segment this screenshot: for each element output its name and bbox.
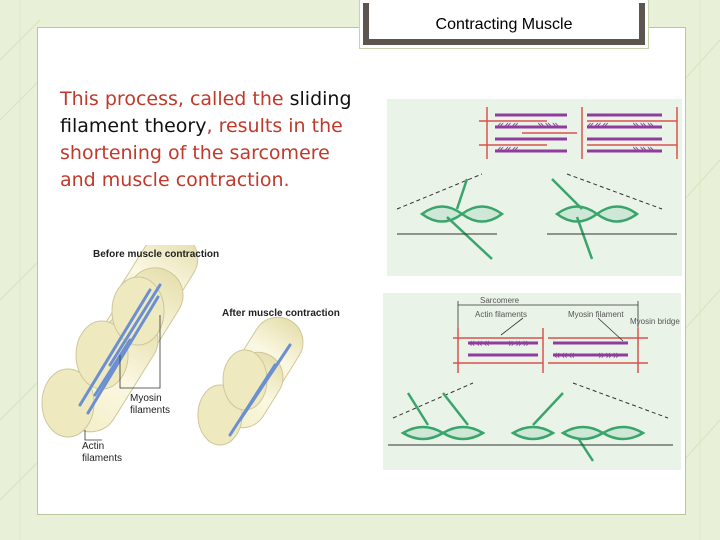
myosin-bridge-label: Myosin bridge <box>630 317 680 326</box>
after-cylinders <box>198 308 312 445</box>
sarcomere-label: Sarcomere <box>480 296 519 305</box>
svg-text:»»»: »»» <box>508 336 530 350</box>
title-box: Contracting Muscle <box>360 0 648 48</box>
svg-text:»»»: »»» <box>537 118 559 132</box>
svg-text:»»»: »»» <box>598 348 620 362</box>
svg-text:»»»: »»» <box>632 118 654 132</box>
slide-title: Contracting Muscle <box>436 16 573 34</box>
before-contraction-label: Before muscle contraction <box>93 249 219 260</box>
actin-label-line1: Actin <box>82 441 104 452</box>
svg-text:«««: ««« <box>587 118 609 132</box>
svg-text:»»»: »»» <box>632 142 654 156</box>
after-contraction-label: After muscle contraction <box>222 308 340 319</box>
actin-filaments-label: Actin filaments <box>475 310 527 319</box>
body-text-prefix: This process, called the <box>60 88 290 110</box>
svg-text:«««: ««« <box>468 336 490 350</box>
svg-text:«««: ««« <box>497 142 519 156</box>
myosin-filament-label: Myosin filament <box>568 310 624 319</box>
svg-text:«««: ««« <box>553 348 575 362</box>
body-paragraph: This process, called the sliding filamen… <box>60 86 370 194</box>
svg-text:«««: ««« <box>497 118 519 132</box>
actin-label-line2: filaments <box>82 453 122 464</box>
myosin-label-line2: filaments <box>130 405 170 416</box>
sarcomere-relaxed-diagram: ««« »»» ««« »»» ««« »»» <box>387 99 682 276</box>
myosin-label-line1: Myosin <box>130 393 162 404</box>
